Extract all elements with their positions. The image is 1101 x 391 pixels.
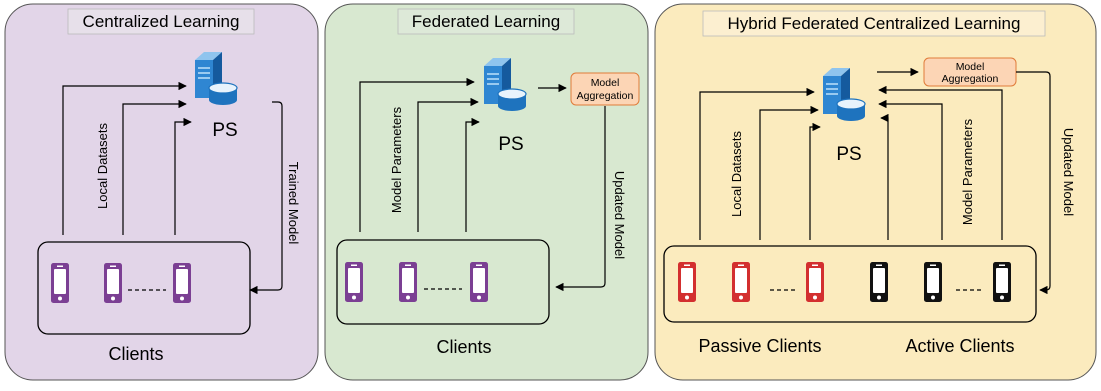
centralized-title-box — [67, 8, 255, 35]
federated-download-label: Updated Model — [612, 171, 627, 259]
centralized-download-label: Trained Model — [286, 162, 301, 245]
passive-clients-label: Passive Clients — [698, 336, 821, 356]
federated-upload-arrows — [359, 77, 480, 232]
active-clients-label: Active Clients — [905, 336, 1014, 356]
smartphone-icon — [678, 262, 696, 302]
smartphone-icon — [870, 262, 888, 302]
hybrid-active-upload-arrows — [878, 85, 1003, 240]
federated-ps-label: PS — [498, 134, 523, 155]
hybrid-download-label: Updated Model — [1061, 128, 1076, 216]
centralized-panel-background — [4, 3, 319, 381]
hybrid-aggregation-line1: Model — [956, 61, 985, 73]
smartphone-icon — [345, 262, 363, 302]
federated-title: Federated Learning — [412, 12, 560, 31]
hybrid-ps-label: PS — [836, 144, 861, 165]
hybrid-panel-background — [654, 3, 1097, 381]
federated-aggregation-line1: Model — [591, 77, 620, 89]
hybrid-passive-upload-arrows — [699, 87, 821, 240]
centralized-title: Centralized Learning — [83, 12, 240, 31]
centralized-clients-label: Clients — [108, 344, 163, 364]
centralized-ps-label: PS — [212, 120, 237, 141]
federated-panel: Federated Learning PS Model Aggregation … — [324, 3, 649, 381]
smartphone-icon — [399, 262, 417, 302]
hybrid-panel: Hybrid Federated Centralized Learning PS… — [654, 3, 1097, 381]
federated-upload-label: Model Parameters — [389, 106, 404, 213]
centralized-download-arrow — [249, 101, 283, 295]
centralized-upload-label: Local Datasets — [95, 123, 110, 209]
smartphone-icon — [173, 263, 191, 303]
federated-aggregation-line2: Aggregation — [577, 90, 634, 102]
smartphone-icon — [732, 262, 750, 302]
centralized-panel: Centralized Learning PS Local Datasets T… — [4, 3, 319, 381]
federated-clients-label: Clients — [436, 337, 491, 357]
smartphone-icon — [806, 262, 824, 302]
hybrid-active-upload-label: Model Parameters — [960, 118, 975, 225]
hybrid-title: Hybrid Federated Centralized Learning — [728, 14, 1021, 33]
federated-clients-box — [336, 239, 550, 325]
smartphone-icon — [924, 262, 942, 302]
smartphone-icon — [51, 263, 69, 303]
federated-title-box — [397, 8, 575, 35]
hybrid-title-box — [702, 10, 1046, 37]
smartphone-icon — [104, 263, 122, 303]
centralized-upload-arrows — [62, 81, 192, 235]
federated-aggregation-box — [570, 72, 640, 106]
hybrid-passive-upload-label: Local Datasets — [729, 131, 744, 217]
hybrid-clients-box — [663, 245, 1037, 323]
federated-download-arrow — [555, 106, 606, 292]
smartphone-icon — [993, 262, 1011, 302]
smartphone-icon — [470, 262, 488, 302]
centralized-clients-box — [37, 241, 251, 335]
hybrid-download-arrow — [1016, 71, 1051, 295]
hybrid-aggregation-line2: Aggregation — [942, 73, 999, 85]
